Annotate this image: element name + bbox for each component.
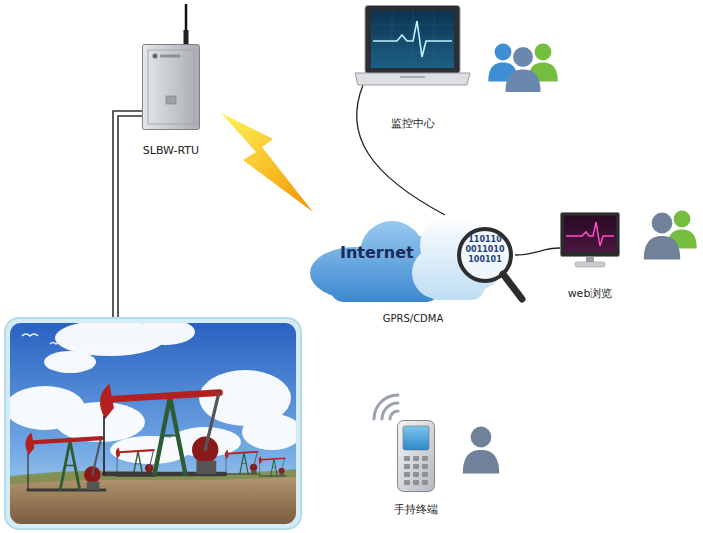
binary-digits: 0011010 [466,245,505,255]
device-label: SLBW-RTU [143,144,199,157]
binary-digits: 110110 [468,235,501,245]
monitor-center-laptop-art [355,5,470,85]
web-label: web浏览 [568,287,613,300]
web-monitor-art [560,212,620,268]
birds [22,334,62,344]
pumpjack [25,433,105,490]
pumpjack [116,447,156,476]
network-label: GPRS/CDMA [383,312,444,325]
monitor-center-laptop: 监控中心 [355,5,470,85]
handheld-terminal-art [397,420,435,492]
pumpjack [225,449,259,474]
wireless-bolt [221,113,313,212]
person-icon [644,213,680,260]
binary-digits: 100101 [468,255,501,265]
rtu-device-art [142,44,200,130]
oilfield-photo [5,318,302,529]
web-monitor: web浏览 [560,212,620,268]
handheld-terminal: 手持终端 [397,420,435,492]
person-icon [463,427,499,474]
user-group [488,44,557,92]
wire [113,111,142,322]
pumpjack [259,456,286,476]
cloud-label: Internet [340,243,414,263]
rtu-device: SLBW-RTU [142,44,200,130]
photo-frame [5,318,301,529]
terminal-label: 手持终端 [394,503,438,516]
wire [118,116,142,322]
pumpjack [100,384,225,474]
user-pair [644,211,697,260]
rtu-wire [113,111,142,322]
cable-line [515,248,560,255]
cable-line [357,85,445,215]
signal-waves [374,395,398,419]
person-icon [506,47,541,92]
station-label: 监控中心 [391,117,435,130]
